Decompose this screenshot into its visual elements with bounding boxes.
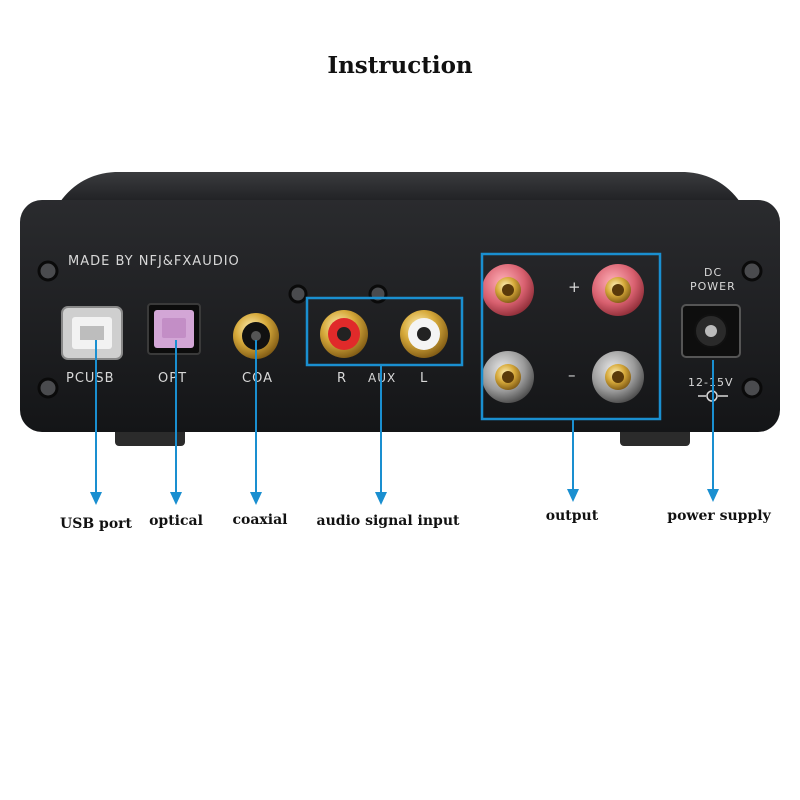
output-callout: output: [545, 508, 599, 524]
usb-arrow-head: [90, 492, 102, 505]
dc-label: DC: [704, 266, 723, 279]
optical-label: OPT: [158, 371, 188, 386]
coaxial-arrow-head: [250, 492, 262, 505]
output-arrow-head: [567, 489, 579, 502]
usb-label: PCUSB: [66, 371, 115, 386]
page-title: Instruction: [327, 52, 473, 79]
usb-port-callout: USB port: [60, 516, 132, 532]
aux-l-label: L: [420, 371, 429, 386]
voltage-label: 12-15V: [688, 376, 734, 389]
audio-input-callout: audio signal input: [316, 513, 460, 529]
power-label: POWER: [690, 280, 736, 293]
power-arrow-head: [707, 489, 719, 502]
aux-r-label: R: [337, 371, 348, 386]
power-supply-callout: power supply: [667, 508, 771, 524]
plus-label: +: [568, 278, 582, 296]
coaxial-callout: coaxial: [232, 512, 288, 528]
audio-arrow-head: [375, 492, 387, 505]
optical-arrow-head: [170, 492, 182, 505]
minus-label: –: [568, 366, 577, 384]
brand-text: MADE BY NFJ&FXAUDIO: [68, 254, 240, 269]
amplifier-rear-panel: [20, 172, 780, 446]
optical-callout: optical: [149, 513, 203, 529]
